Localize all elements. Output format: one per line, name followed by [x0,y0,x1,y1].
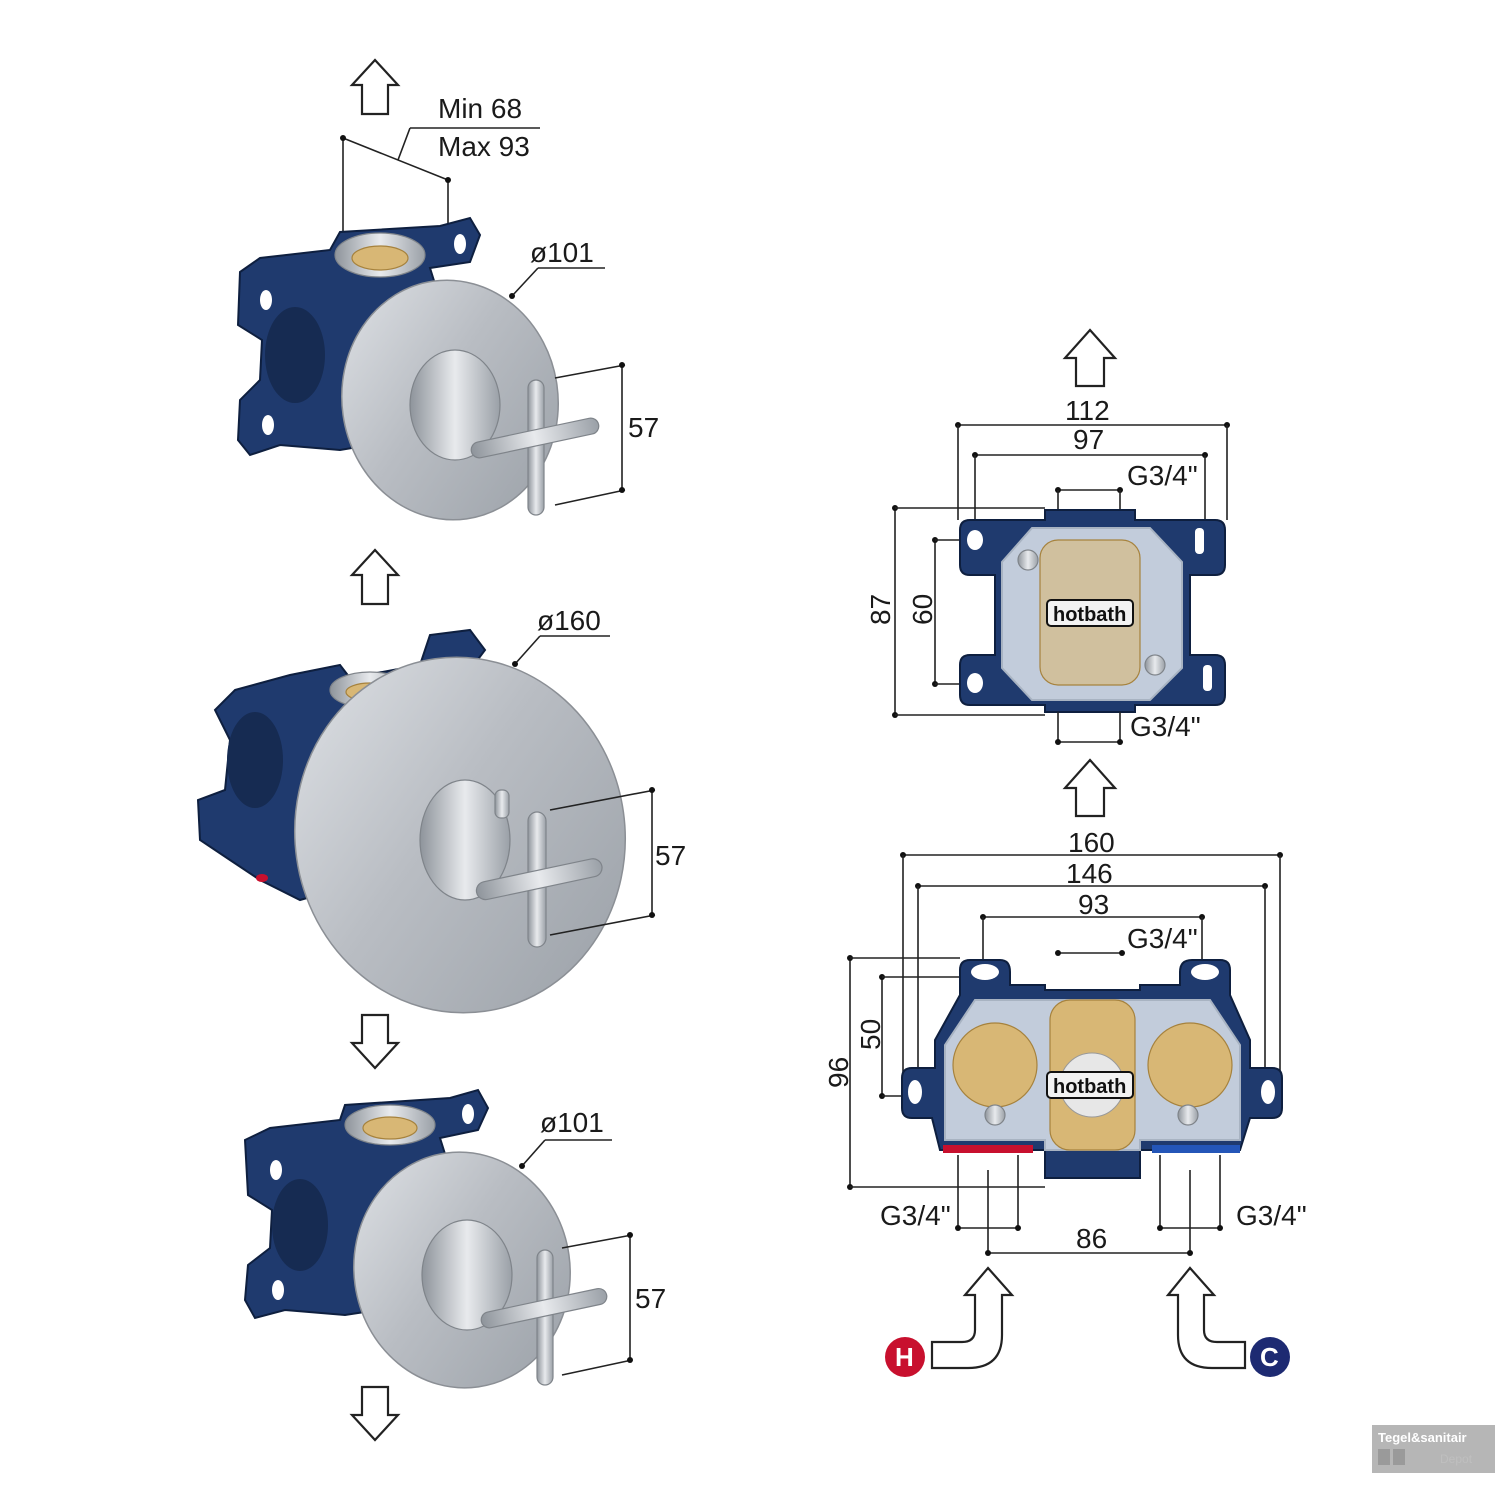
arrow-up-icon [1062,758,1118,818]
box-large-height-outer: 96 [823,1057,854,1088]
box-large-width-inner: 93 [1078,889,1109,920]
brand-label: hotbath [1053,1076,1126,1098]
brand-badge [1046,599,1134,627]
box-small-view: 112 97 G3/4" 87 60 hotbath [865,328,1230,818]
brand-label: hotbath [1053,604,1126,626]
handle-height-label: 57 [628,412,659,443]
box-small-height-outer: 87 [865,594,896,625]
box-large-width-mid: 146 [1066,858,1113,889]
plate-diameter-label: ø101 [530,237,594,268]
valve-view-bottom: ø101 57 [243,1088,666,1442]
cold-label: C [1260,1342,1279,1372]
box-large-thread-top: G3/4" [1127,923,1198,954]
valve-view-middle: ø160 57 [196,548,686,1070]
max-depth-label: Max 93 [438,131,530,162]
valve-view-top: Min 68 Max 93 ø101 57 [236,58,659,521]
box-large-thread-right: G3/4" [1236,1200,1307,1231]
arrow-down-icon [349,1013,401,1070]
box-large-height-inner: 50 [855,1019,886,1050]
watermark-title: Tegel&sanitair [1378,1430,1467,1445]
handle-height-label: 57 [635,1283,666,1314]
cold-indicator-icon [1250,1337,1290,1377]
box-small-width-outer: 112 [1065,395,1110,426]
plate-diameter-label: ø101 [540,1107,604,1138]
box-small-thread-top: G3/4" [1127,460,1198,491]
arrow-up-icon [349,548,401,606]
arrow-down-icon [349,1385,401,1442]
arrow-up-icon [1062,328,1118,388]
arrow-up-icon [349,58,401,116]
box-large-width-outer: 160 [1068,827,1115,858]
plate-diameter-label: ø160 [537,605,601,636]
hot-indicator-icon [885,1337,925,1377]
box-small-thread-bottom: G3/4" [1130,711,1201,742]
box-large-view: 160 146 93 G3/4" 96 50 [823,827,1307,1377]
hot-label: H [895,1342,914,1372]
cold-inlet-arrow-icon [1165,1266,1247,1370]
box-large-thread-left: G3/4" [880,1200,951,1231]
hot-inlet-arrow-icon [930,1266,1015,1370]
min-depth-label: Min 68 [438,93,522,124]
watermark-subtitle: Depot [1440,1452,1473,1466]
handle-height-label: 57 [655,840,686,871]
brand-badge [1046,1071,1134,1099]
box-small-height-inner: 60 [907,594,938,625]
box-large-inlet-spacing: 86 [1076,1223,1107,1254]
watermark: Tegel&sanitair Depot [1372,1425,1495,1473]
box-small-width-inner: 97 [1073,424,1104,455]
